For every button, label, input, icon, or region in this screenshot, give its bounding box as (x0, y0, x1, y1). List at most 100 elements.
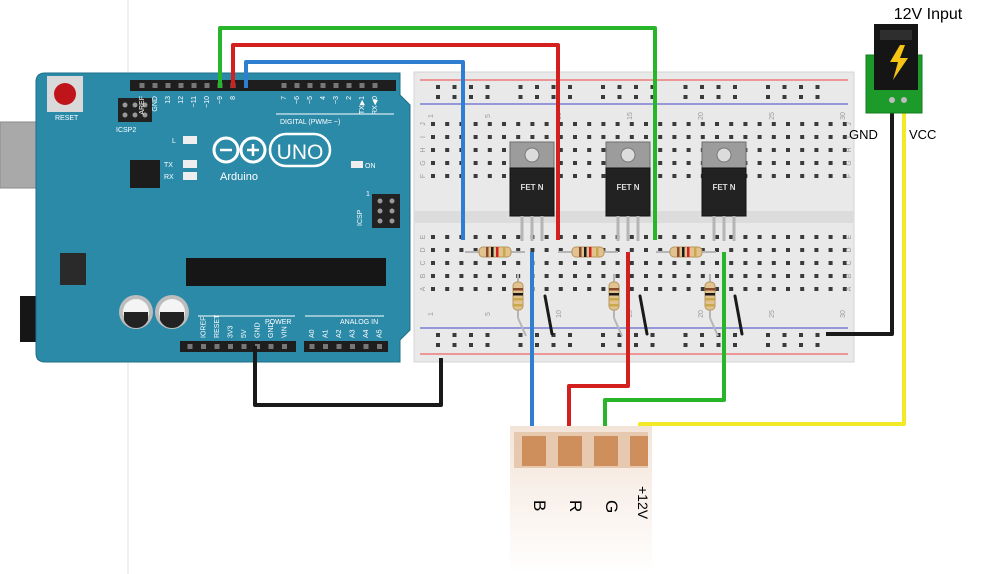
digital-pin-label: RX◀0 (372, 96, 379, 115)
breadboard-hole (473, 135, 478, 139)
breadboard-rail-hole (485, 343, 490, 347)
breadboard-hole (771, 148, 776, 152)
breadboard-hole (629, 261, 634, 265)
breadboard-rail-hole (601, 343, 605, 347)
breadboard-rail-hole (617, 333, 622, 337)
breadboard-hole (629, 248, 634, 252)
led-rx (183, 172, 197, 180)
breadboard-hole (771, 235, 776, 239)
breadboard-row-letter: E (846, 234, 853, 239)
strip-pad-r (558, 436, 582, 466)
breadboard-rail-hole (733, 95, 737, 99)
breadboard-rail-hole (568, 85, 572, 89)
breadboard-hole (615, 274, 620, 278)
wire-black-gnd (253, 346, 443, 407)
breadboard-hole (743, 135, 748, 139)
breadboard-hole (743, 122, 748, 126)
digital-pin-label: 2 (346, 96, 353, 100)
breadboard-hole (814, 261, 819, 265)
wire-blue-pin9 (244, 60, 465, 240)
breadboard-rail-hole (469, 85, 473, 89)
breadboard-hole (473, 148, 478, 152)
header-pin (309, 344, 315, 349)
breadboard-hole (530, 135, 535, 139)
digital-pin-label: ~11 (191, 96, 198, 107)
breadboard-hole (828, 287, 833, 291)
strip-label-g: G (602, 500, 621, 513)
breadboard-hole (587, 274, 592, 278)
breadboard-hole (729, 248, 734, 252)
on-label: ON (365, 163, 376, 170)
power-pin-label: 3V3 (228, 325, 235, 338)
arduino-pcb (35, 72, 411, 363)
breadboard-hole (473, 261, 478, 265)
breadboard-hole (771, 261, 776, 265)
digital-pin-label: ~9 (217, 96, 224, 104)
power-pin-label: IOREF (201, 317, 208, 338)
breadboard-hole (729, 135, 734, 139)
header-pin (187, 344, 193, 349)
breadboard-hole (558, 174, 563, 178)
breadboard-column-number: 5 (485, 114, 492, 118)
breadboard-hole (814, 248, 819, 252)
resistor-horizontal-1 (465, 246, 525, 258)
breadboard-hole (672, 287, 677, 291)
breadboard-hole (530, 122, 535, 126)
breadboard-hole (644, 248, 648, 252)
breadboard-rail-hole (469, 333, 473, 337)
breadboard-rail-hole (782, 85, 787, 89)
breadboard-hole (842, 235, 847, 239)
breadboard-hole (786, 287, 790, 291)
breadboard-rail-hole (436, 95, 440, 99)
breadboard-hole (573, 161, 577, 165)
breadboard-hole (700, 248, 705, 252)
breadboard-hole (587, 261, 592, 265)
analog-pin-label: A2 (336, 329, 343, 338)
breadboard-hole (629, 235, 634, 239)
breadboard-hole (743, 274, 748, 278)
breadboard-rail-hole (551, 85, 556, 89)
breadboard-rail-hole (766, 333, 770, 337)
header-pin (282, 344, 287, 349)
strip-label-r: R (566, 500, 585, 512)
breadboard-hole (800, 235, 805, 239)
breadboard-hole (544, 235, 549, 239)
breadboard-hole (729, 274, 734, 278)
breadboard-hole (516, 235, 521, 239)
header-pin (241, 344, 247, 349)
breadboard-hole (601, 174, 606, 178)
digital-pin-label: 12 (178, 96, 185, 104)
power-pin-label: GND (268, 322, 275, 338)
breadboard-hole (729, 287, 734, 291)
breadboard-rail-hole (716, 343, 721, 347)
breadboard-rail-hole (766, 343, 770, 347)
header-pin (307, 83, 313, 88)
header-pin (255, 344, 260, 349)
breadboard-hole (587, 135, 592, 139)
breadboard-rail-hole (700, 333, 704, 337)
breadboard-rail-hole (469, 343, 473, 347)
breadboard-hole (842, 148, 847, 152)
breadboard-column-number: 1 (428, 312, 435, 316)
breadboard-rail-hole (568, 333, 572, 337)
breadboard-rail-hole (700, 343, 704, 347)
breadboard-rail-hole (733, 333, 737, 337)
breadboard-hole (658, 261, 663, 265)
breadboard-hole (544, 135, 549, 139)
breadboard-hole (672, 235, 677, 239)
wire-green-pin11 (218, 26, 657, 240)
breadboard-rail-hole (634, 85, 638, 89)
breadboard-rail-hole (535, 95, 539, 99)
header-pin (268, 344, 274, 349)
digital-pin-label: 8 (230, 96, 237, 100)
breadboard-hole (786, 261, 790, 265)
breadboard-rail-hole (683, 95, 688, 99)
breadboard-hole (786, 161, 790, 165)
breadboard-rail-hole (535, 85, 539, 89)
breadboard-hole (700, 261, 705, 265)
breadboard-hole (544, 287, 549, 291)
breadboard-hole (672, 174, 677, 178)
breadboard-hole (715, 287, 719, 291)
